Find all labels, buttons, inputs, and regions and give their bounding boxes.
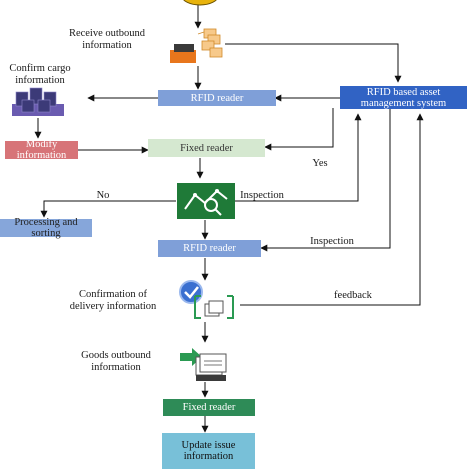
- fixed-reader-box-2[interactable]: Fixed reader: [163, 399, 255, 416]
- rfid-asset-system-box[interactable]: RFID based asset management system: [340, 86, 467, 109]
- update-issue-label: Update issue information: [181, 440, 236, 462]
- confirm-cargo-label: Confirm cargo information: [9, 63, 71, 86]
- fixed-reader-box-1-label: Fixed reader: [180, 142, 233, 154]
- inspection-label-2: Inspection: [310, 236, 354, 247]
- yes-label: Yes: [312, 158, 328, 169]
- goods-outbound-label: Goods outbound information: [81, 350, 151, 373]
- delivery-check-icon: [179, 280, 234, 319]
- rfid-reader-box-1-label: RFID reader: [190, 92, 244, 104]
- confirmation-delivery-label: Confirmation of delivery information: [69, 289, 157, 312]
- no-label: No: [96, 190, 110, 201]
- arrow-inspection-to-system: [235, 113, 362, 202]
- processing-sorting-box[interactable]: Processing and sorting: [0, 217, 92, 239]
- arrow-inspection-to-processing: [40, 200, 176, 218]
- rfid-reader-box-2-label: RFID reader: [183, 243, 236, 254]
- arrow-cargo-to-system: [225, 43, 402, 83]
- rfid-reader-box-2[interactable]: RFID reader: [158, 240, 261, 257]
- fixed-reader-box-1[interactable]: Fixed reader: [148, 139, 265, 157]
- outbound-document-icon: [170, 28, 223, 63]
- start-node-icon: [183, 0, 217, 6]
- modify-information-box[interactable]: Modify information: [5, 139, 78, 161]
- rfid-asset-system-label: RFID based asset management system: [360, 86, 447, 109]
- arrow-system-to-fixed-reader: [264, 108, 334, 151]
- modify-information-label: Modify information: [16, 139, 67, 161]
- receive-outbound-label: Receive outbound information: [68, 28, 146, 51]
- processing-sorting-label: Processing and sorting: [14, 217, 78, 239]
- cargo-boxes-icon: [12, 87, 64, 116]
- inspection-label-1: Inspection: [240, 190, 284, 201]
- update-issue-box[interactable]: Update issue information: [162, 433, 255, 469]
- goods-outbound-icon: [180, 348, 227, 381]
- arrow-feedback-to-system: [240, 113, 424, 306]
- arrow-system-to-rfid-reader-2: [260, 108, 391, 252]
- fixed-reader-box-2-label: Fixed reader: [182, 402, 236, 413]
- rfid-reader-box-1[interactable]: RFID reader: [158, 90, 276, 106]
- feedback-label: feedback: [334, 290, 372, 301]
- inspection-chart-icon[interactable]: [177, 183, 235, 219]
